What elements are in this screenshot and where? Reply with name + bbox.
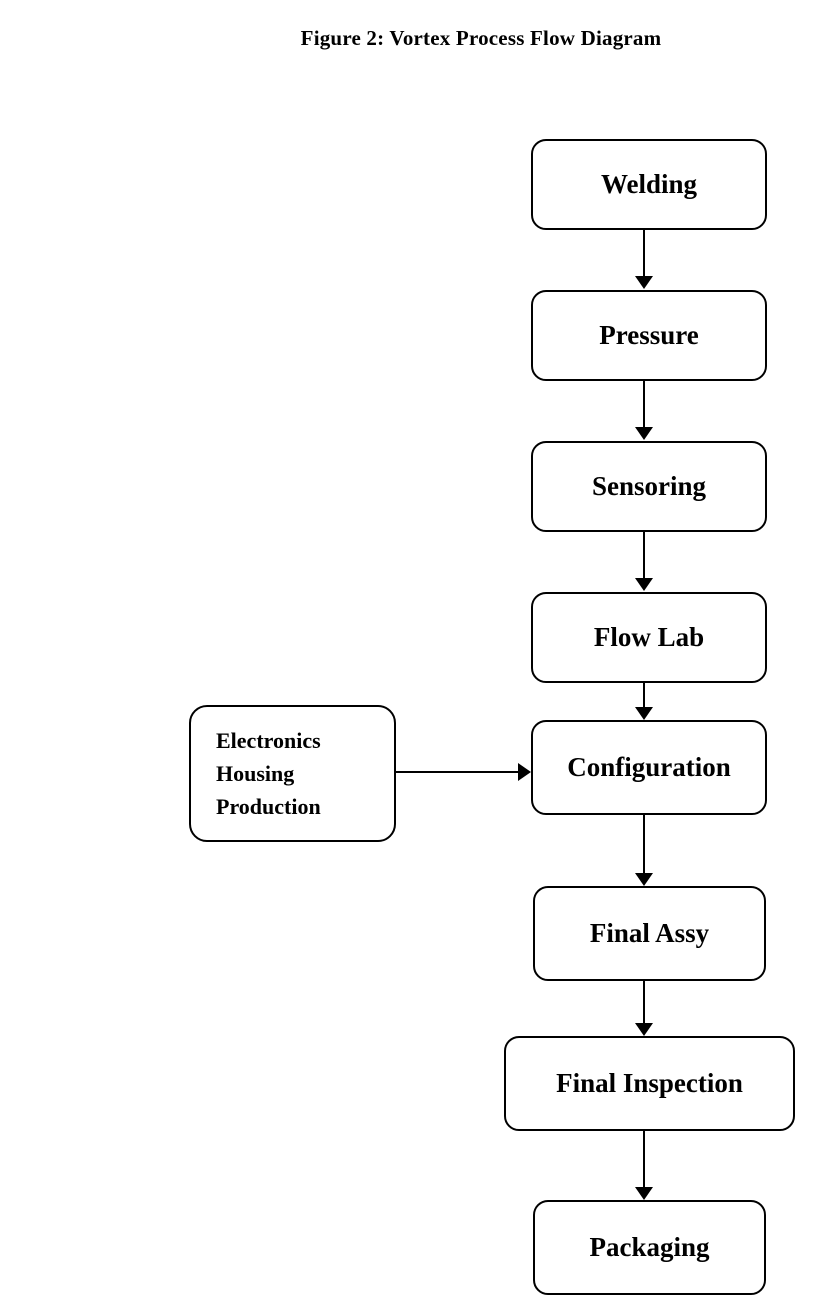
- node-welding[interactable]: Welding: [531, 139, 767, 230]
- connector-configuration-to-final-assy-arrowhead: [635, 873, 653, 886]
- connector-electronics-to-configuration-line: [396, 771, 518, 773]
- node-configuration[interactable]: Configuration: [531, 720, 767, 815]
- connector-final-inspection-to-packaging-arrowhead: [635, 1187, 653, 1200]
- node-welding-label: Welding: [600, 169, 698, 199]
- node-sensoring[interactable]: Sensoring: [531, 441, 767, 532]
- node-electronics-housing-production-label: Electronics Housing Production: [216, 724, 321, 823]
- connector-sensoring-to-flow-lab-line: [643, 532, 645, 578]
- connector-flow-lab-to-configuration-arrowhead: [635, 707, 653, 720]
- connector-welding-to-pressure-arrowhead: [635, 276, 653, 289]
- node-electronics-line-1: Electronics: [216, 728, 321, 753]
- node-final-inspection[interactable]: Final Inspection: [504, 1036, 795, 1131]
- node-electronics-line-2: Housing: [216, 761, 295, 786]
- connector-electronics-to-configuration-arrowhead: [518, 763, 531, 781]
- node-electronics-housing-production[interactable]: Electronics Housing Production: [189, 705, 396, 842]
- connector-welding-to-pressure-line: [643, 230, 645, 276]
- node-pressure[interactable]: Pressure: [531, 290, 767, 381]
- node-flow-lab[interactable]: Flow Lab: [531, 592, 767, 683]
- node-final-assy[interactable]: Final Assy: [533, 886, 766, 981]
- connector-final-assy-to-final-inspection-arrowhead: [635, 1023, 653, 1036]
- node-packaging[interactable]: Packaging: [533, 1200, 766, 1295]
- node-pressure-label: Pressure: [599, 320, 699, 350]
- figure-title: Figure 2: Vortex Process Flow Diagram: [68, 24, 826, 52]
- connector-sensoring-to-flow-lab-arrowhead: [635, 578, 653, 591]
- node-electronics-line-3: Production: [216, 794, 321, 819]
- figure-title-text: Figure 2: Vortex Process Flow Diagram: [300, 26, 662, 50]
- connector-configuration-to-final-assy-line: [643, 815, 645, 873]
- node-final-inspection-label: Final Inspection: [556, 1068, 743, 1098]
- connector-flow-lab-to-configuration-line: [643, 683, 645, 707]
- node-configuration-label: Configuration: [567, 752, 731, 782]
- connector-final-assy-to-final-inspection-line: [643, 981, 645, 1023]
- node-flow-lab-label: Flow Lab: [593, 622, 705, 652]
- connector-pressure-to-sensoring-line: [643, 381, 645, 427]
- connector-final-inspection-to-packaging-line: [643, 1131, 645, 1187]
- node-final-assy-label: Final Assy: [589, 918, 710, 948]
- node-sensoring-label: Sensoring: [591, 471, 707, 501]
- connector-pressure-to-sensoring-arrowhead: [635, 427, 653, 440]
- node-packaging-label: Packaging: [589, 1232, 710, 1262]
